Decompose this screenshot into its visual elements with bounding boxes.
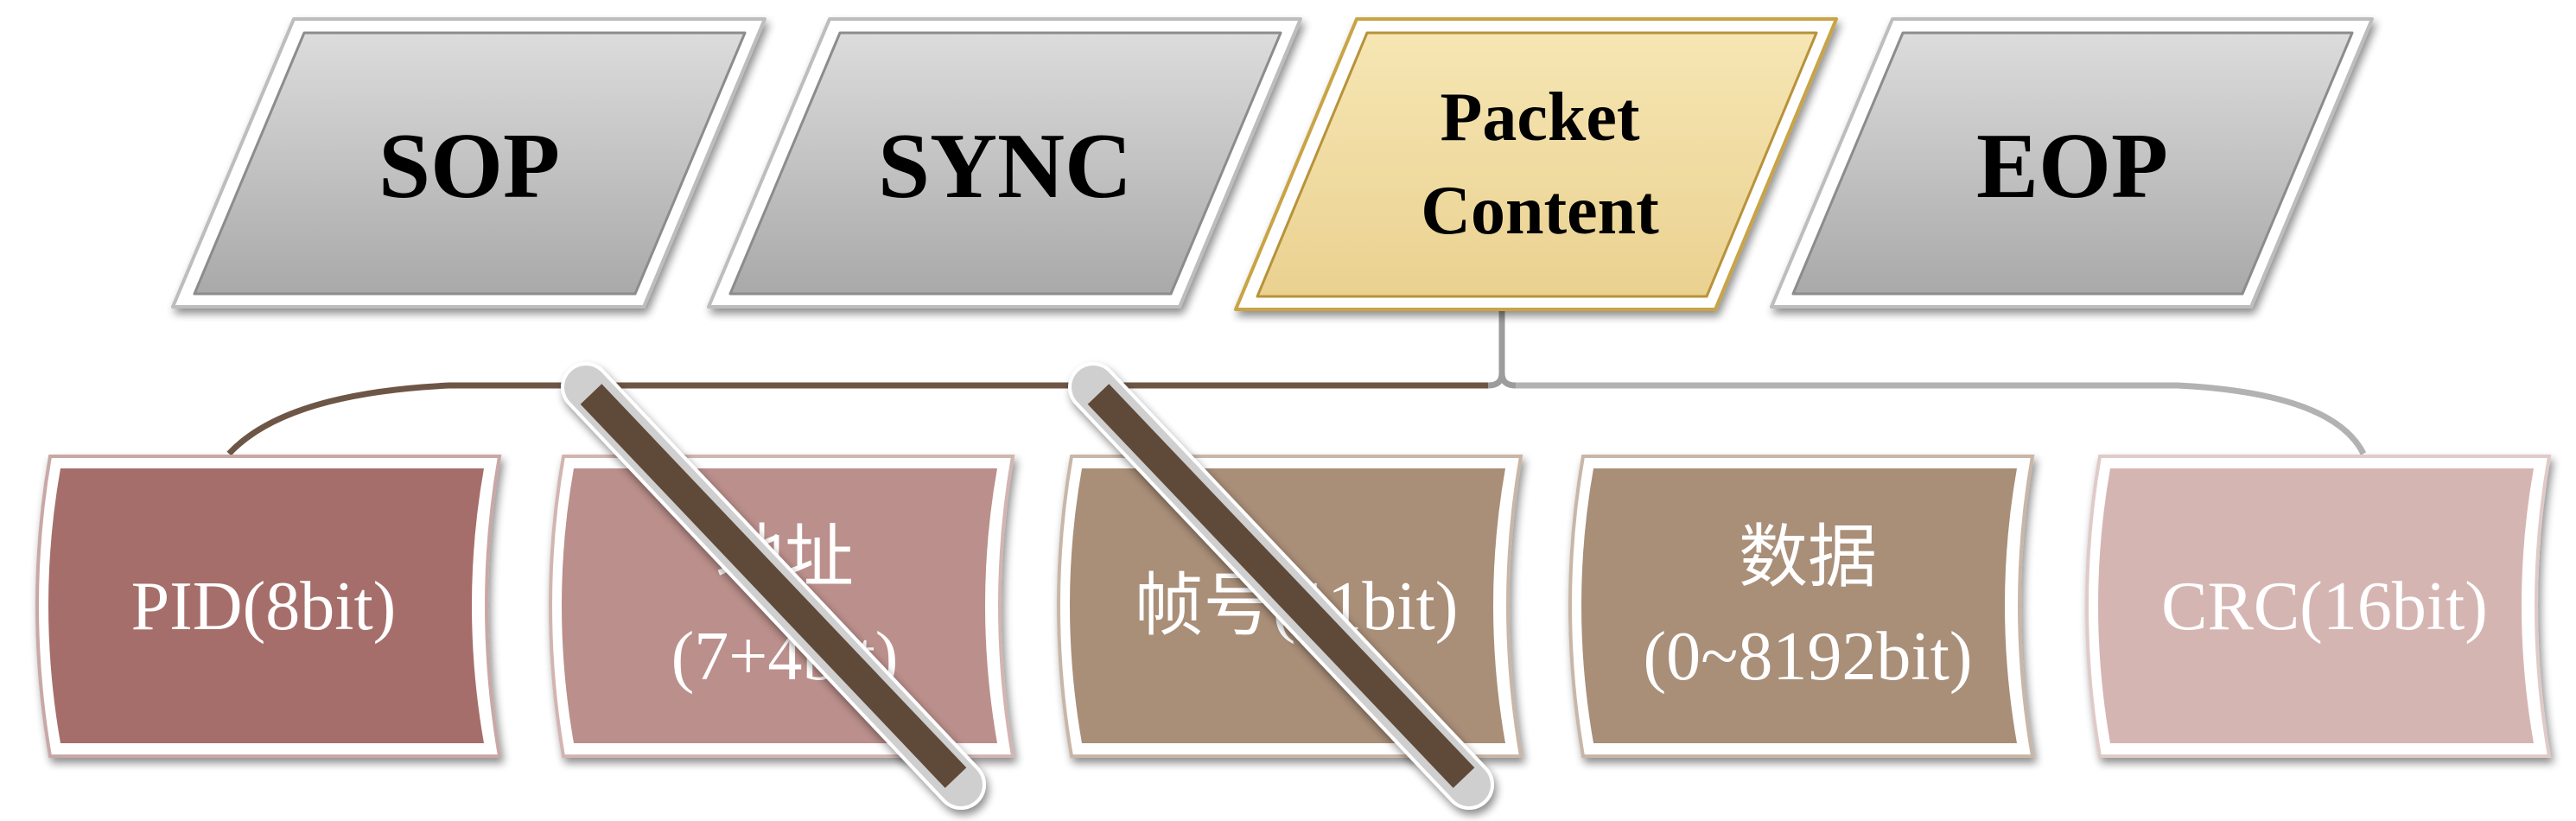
top-label-eop: EOP <box>1976 115 2168 218</box>
strike-marks <box>561 362 1494 810</box>
top-box-packet-content: Packet Content <box>1234 17 1838 311</box>
strike-bar-address <box>561 362 986 810</box>
bottom-box-pid: PID(8bit) <box>35 455 502 758</box>
top-label-packet-line2: Content <box>1421 173 1659 249</box>
connector-left-branch <box>226 382 1488 456</box>
bottom-fill-pid <box>48 468 484 743</box>
bottom-label-crc: CRC(16bit) <box>2161 569 2488 645</box>
top-label-sop: SOP <box>378 115 560 218</box>
connector-tree <box>226 309 2367 456</box>
top-label-sync: SYNC <box>878 115 1132 218</box>
top-box-sop: SOP <box>171 17 766 309</box>
bottom-box-crc: CRC(16bit) <box>2085 455 2552 758</box>
bottom-box-data: 数据 (0~8192bit) <box>1568 455 2035 758</box>
bottom-label-pid: PID(8bit) <box>131 569 397 645</box>
strike-bar-frame <box>1068 362 1494 810</box>
top-label-packet-line1: Packet <box>1440 80 1639 156</box>
top-box-sync: SYNC <box>707 17 1302 309</box>
connector-right-branch <box>1516 382 2367 455</box>
top-box-eop: EOP <box>1770 17 2374 309</box>
bottom-label-data-line1: 数据 <box>1739 520 1877 596</box>
top-row: SOP SYNC Packet Content EOP <box>171 17 2374 311</box>
bottom-label-data-line2: (0~8192bit) <box>1643 619 1972 695</box>
